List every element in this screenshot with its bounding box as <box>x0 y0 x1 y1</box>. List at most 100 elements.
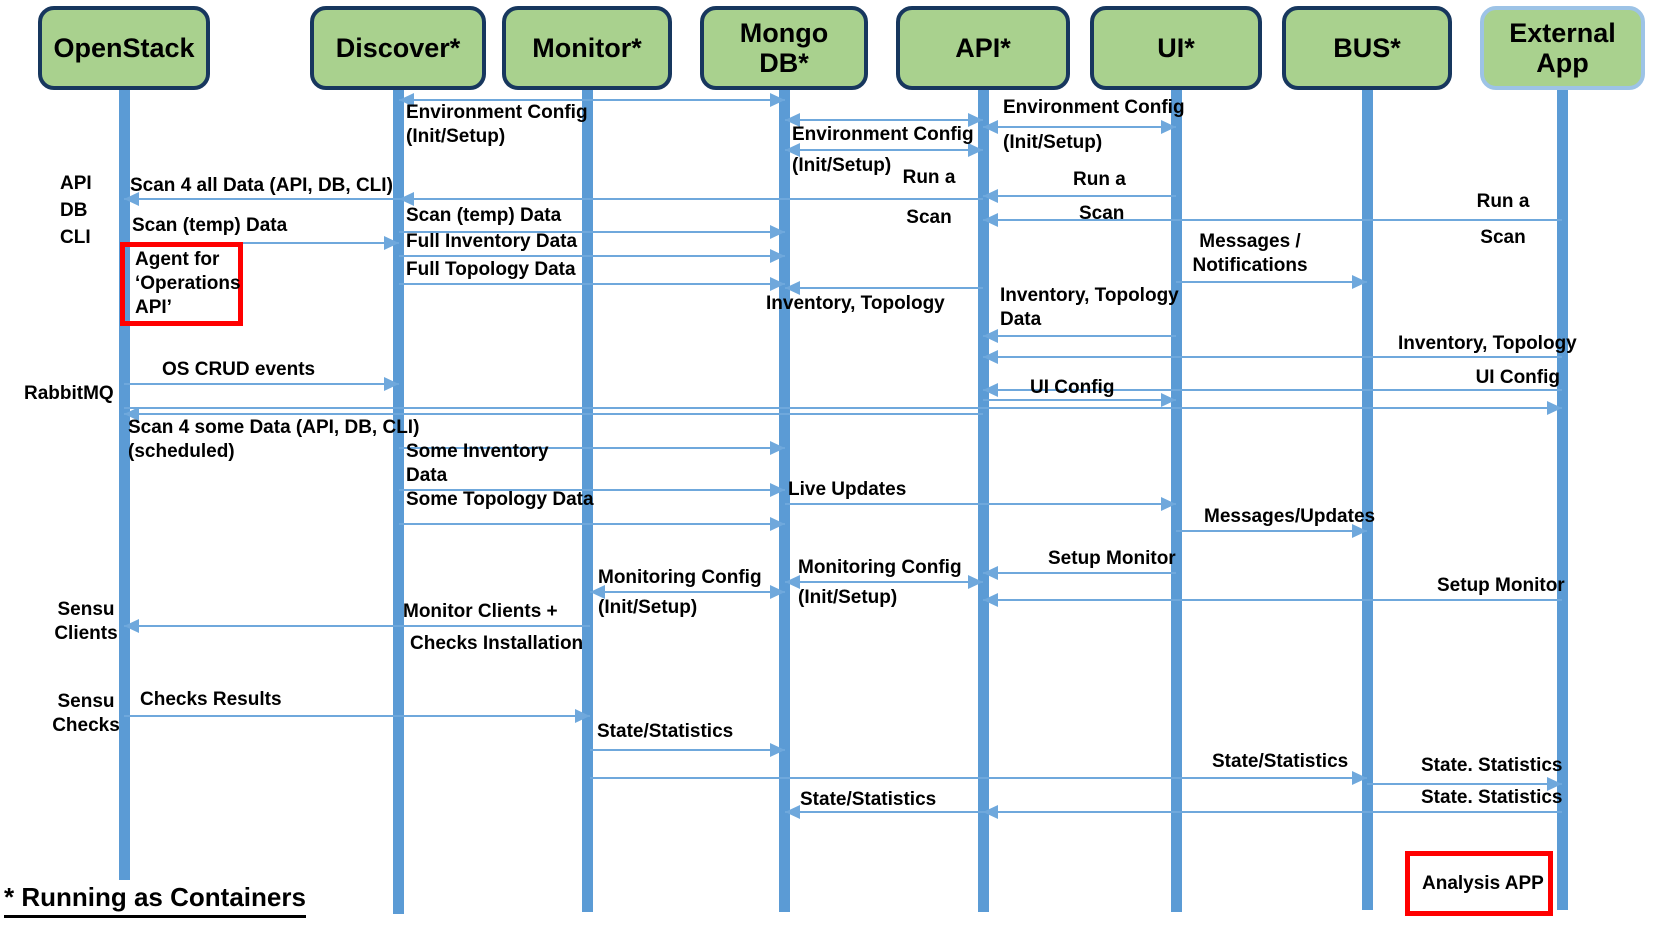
arrowhead-left-icon <box>590 585 605 599</box>
arrowhead-right-icon <box>1161 120 1176 134</box>
message-label: Run a <box>1073 168 1126 191</box>
message-label-line: Sensu <box>57 691 115 712</box>
message-label-line: Run a <box>902 167 956 188</box>
message-label-line: Live Updates <box>788 479 907 500</box>
lifeline-api <box>977 90 989 912</box>
message-arrow <box>399 231 785 233</box>
message-label: Scan 4 all Data (API, DB, CLI) <box>130 174 393 197</box>
message-arrow <box>124 198 983 200</box>
arrowhead-left-icon <box>785 281 800 295</box>
message-arrow <box>983 195 1176 197</box>
actor-label: API* <box>955 33 1011 63</box>
message-label: Monitoring Config <box>798 556 962 579</box>
message-arrow <box>785 287 983 289</box>
arrowhead-left-icon <box>983 805 998 819</box>
message-label-line: Scan (temp) Data <box>132 215 288 236</box>
message-arrow <box>124 625 590 627</box>
callout-text-line: API’ <box>135 297 172 318</box>
message-arrow <box>124 715 590 717</box>
message-label-line: Run a <box>1073 169 1126 190</box>
message-label: Scan (temp) Data <box>132 214 287 237</box>
message-label: Setup Monitor <box>1437 574 1565 597</box>
arrowhead-right-icon <box>770 249 785 263</box>
message-label-line: Scan (temp) Data <box>406 205 562 226</box>
message-label-line: Environment Config <box>792 124 974 145</box>
message-label-line: Full Inventory Data <box>406 231 578 252</box>
message-arrow <box>983 356 1562 358</box>
message-label-line: State/Statistics <box>800 789 937 810</box>
callout-text: Agent for‘Operations API’ <box>135 248 241 320</box>
message-label-line: Scan <box>1480 227 1526 248</box>
arrowhead-left-icon <box>785 113 800 127</box>
message-label-line: Setup Monitor <box>1048 548 1176 569</box>
message-arrow <box>1176 281 1367 283</box>
message-label-line: Some Topology Data <box>406 489 594 510</box>
message-arrow <box>785 811 1562 813</box>
message-arrow <box>983 389 1562 391</box>
message-arrow <box>399 489 785 491</box>
message-label-line: (Init/Setup) <box>792 155 892 176</box>
message-label: (Init/Setup) <box>1003 131 1102 154</box>
message-label: Some Topology Data <box>406 488 594 511</box>
message-label-line: State. Statistics <box>1421 755 1563 776</box>
message-label-line: State. Statistics <box>1421 787 1563 808</box>
arrowhead-right-icon <box>770 93 785 107</box>
message-label: (Init/Setup) <box>792 154 891 177</box>
message-label: RabbitMQ <box>24 382 114 405</box>
message-arrow <box>399 99 785 101</box>
message-label-line: Monitoring Config <box>798 557 962 578</box>
message-label-line: Inventory, Topology <box>766 293 945 314</box>
message-label: Scan <box>1079 202 1124 225</box>
message-label-line: Scan <box>1079 203 1125 224</box>
message-label-line: Clients <box>54 623 118 644</box>
message-arrow <box>785 149 983 151</box>
arrowhead-left-icon <box>983 213 998 227</box>
actor-box-monitor: Monitor* <box>502 6 672 90</box>
actor-label: External <box>1509 18 1616 48</box>
message-label-line: (Init/Setup) <box>598 597 698 618</box>
message-label-line: (Init/Setup) <box>798 587 898 608</box>
message-label: Live Updates <box>788 478 906 501</box>
actor-box-api: API* <box>896 6 1070 90</box>
message-label: (Init/Setup) <box>598 596 697 619</box>
message-label: State. Statistics <box>1421 786 1563 809</box>
arrowhead-left-icon <box>983 189 998 203</box>
lifeline-mongo-db <box>778 90 790 912</box>
message-label: Scan <box>898 206 960 229</box>
message-label-line: OS CRUD events <box>162 359 316 380</box>
arrowhead-right-icon <box>384 377 399 391</box>
arrowhead-right-icon <box>575 709 590 723</box>
message-label: Run a <box>1448 190 1558 213</box>
message-label-line: Notifications <box>1192 255 1308 276</box>
message-label-line: Monitor Clients + <box>403 601 558 622</box>
message-label-line: Checks Installation <box>410 633 584 654</box>
message-label: (Init/Setup) <box>798 586 897 609</box>
message-label: State/Statistics <box>800 788 936 811</box>
actor-box-openstack: OpenStack <box>38 6 210 90</box>
message-arrow <box>124 413 983 415</box>
message-label-line: Run a <box>1476 191 1530 212</box>
arrowhead-left-icon <box>983 383 998 397</box>
arrowhead-left-icon <box>983 329 998 343</box>
message-label: State/Statistics <box>597 720 733 743</box>
message-arrow <box>399 523 785 525</box>
message-label-line: DB <box>60 200 88 221</box>
message-label-line: UI Config <box>1475 367 1560 388</box>
message-arrow <box>124 383 399 385</box>
message-label: Setup Monitor <box>1048 547 1176 570</box>
message-label-line: Environment Config <box>1003 97 1185 118</box>
message-label: Monitoring Config <box>598 566 762 589</box>
message-arrow <box>590 591 785 593</box>
message-arrow <box>1367 783 1562 785</box>
message-label: State/Statistics <box>1212 750 1348 773</box>
arrowhead-right-icon <box>770 277 785 291</box>
message-arrow <box>399 255 785 257</box>
actor-label: Discover* <box>335 33 461 63</box>
footnote-running-as-containers: * Running as Containers <box>4 882 306 918</box>
message-arrow <box>399 447 785 449</box>
message-label-line: Full Topology Data <box>406 259 576 280</box>
arrowhead-left-icon <box>399 93 414 107</box>
